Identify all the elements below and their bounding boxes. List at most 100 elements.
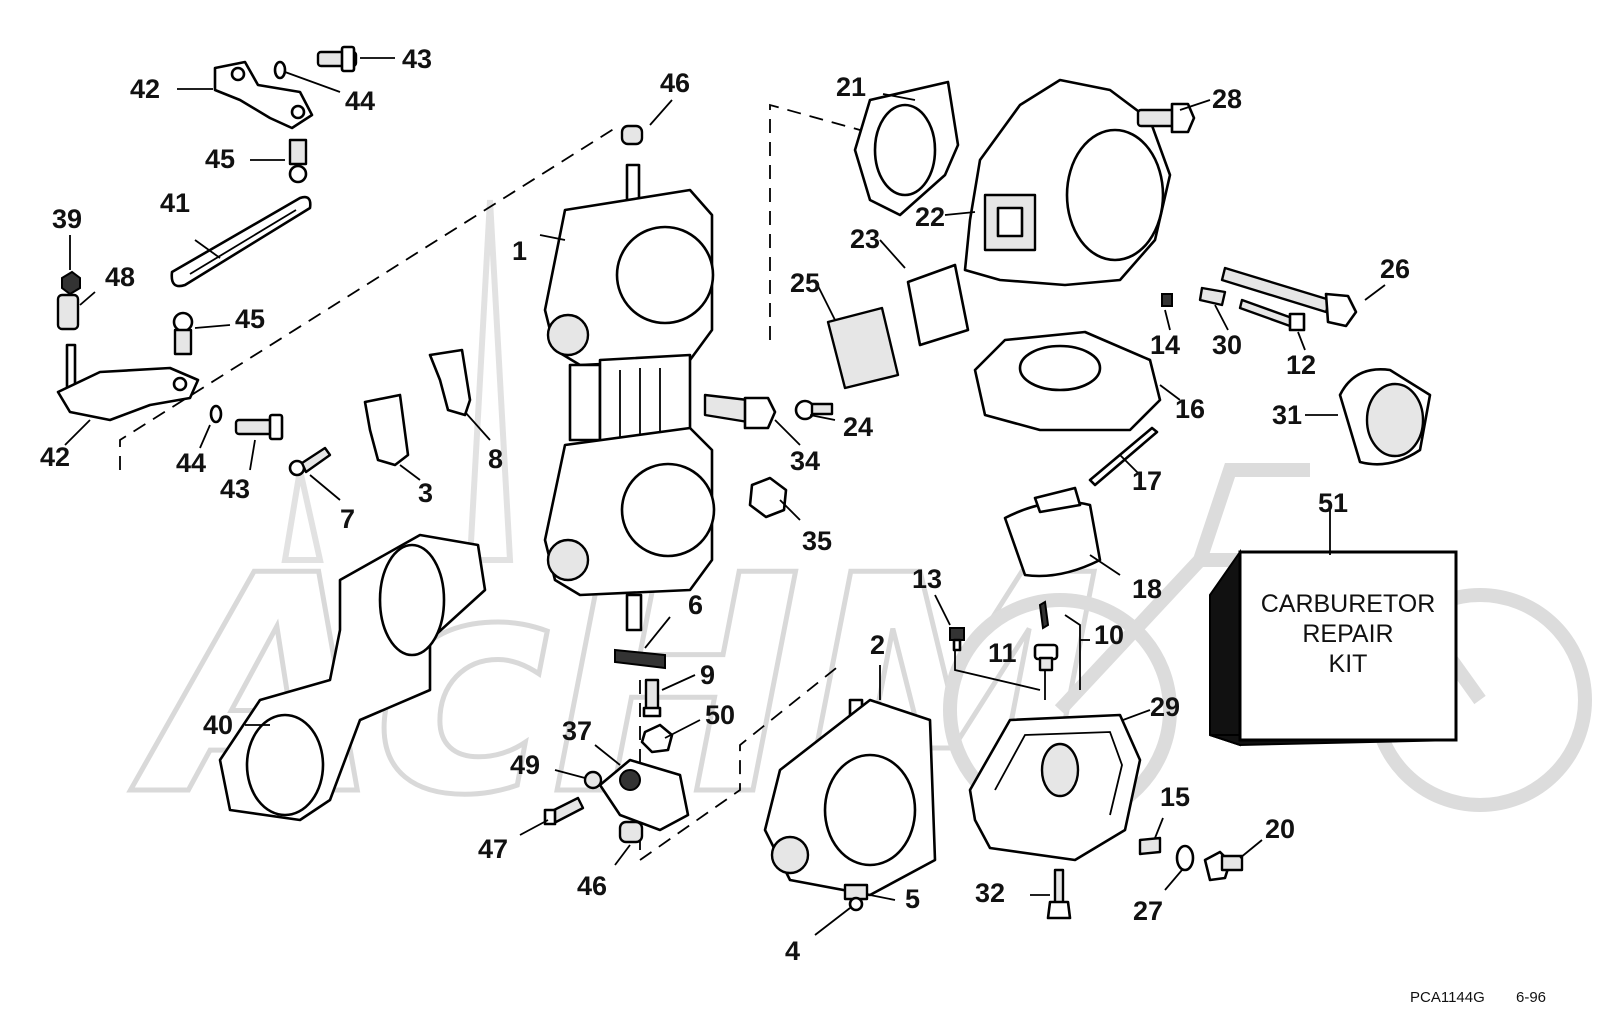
part-25-cover-plate: [826, 306, 900, 390]
part-20-drain-plug: [1203, 850, 1244, 882]
callout-45-lower: 45: [235, 304, 265, 334]
callout-42-lower: 42: [40, 442, 70, 472]
callout-labels: 43 42 44 45 41 39 48 45 42 44 43 7 3 8 1…: [40, 44, 1410, 966]
callout-26: 26: [1380, 254, 1410, 284]
callout-43-lower: 43: [220, 474, 250, 504]
part-16-gasket: [973, 330, 1162, 432]
callout-35: 35: [802, 526, 832, 556]
callout-10: 10: [1094, 620, 1124, 650]
callout-40: 40: [203, 710, 233, 740]
part-46-cap-lower: [618, 820, 644, 844]
callout-46-top: 46: [660, 68, 690, 98]
callout-22: 22: [915, 202, 945, 232]
part-37-idle-block: [598, 758, 690, 832]
callout-39: 39: [52, 204, 82, 234]
callout-45-top: 45: [205, 144, 235, 174]
part-12-screw: [1238, 298, 1306, 332]
part-31-flame-arrestor: [1338, 368, 1432, 466]
part-42-throttle-lever-lower: [56, 343, 200, 422]
part-39-nut: [61, 270, 81, 296]
part-44-washer-lower: [209, 404, 223, 424]
part-34-fuel-fitting: [703, 393, 777, 430]
part-21-gasket: [853, 80, 960, 217]
leader-lines: [64, 57, 1386, 936]
part-8-bracket: [428, 348, 472, 417]
callout-47: 47: [478, 834, 508, 864]
part-17-hinge-pin: [1088, 426, 1159, 487]
callout-50: 50: [705, 700, 735, 730]
kit-label-line3: KIT: [1329, 650, 1368, 678]
part-6-clip: [614, 648, 666, 670]
callout-15: 15: [1160, 782, 1190, 812]
part-28-screw: [1136, 102, 1196, 134]
callout-8: 8: [488, 444, 503, 474]
callout-14: 14: [1150, 330, 1180, 360]
callout-37: 37: [562, 716, 592, 746]
callout-46-lower: 46: [577, 871, 607, 901]
callout-24: 24: [843, 412, 873, 442]
callout-27: 27: [1133, 896, 1163, 926]
part-51-repair-kit-box: CARBURETOR REPAIR KIT: [1209, 548, 1458, 747]
part-42-throttle-lever-top: [213, 60, 314, 130]
kit-label-line1: CARBURETOR: [1261, 590, 1436, 618]
callout-11: 11: [988, 638, 1017, 668]
callout-9: 9: [700, 660, 715, 690]
part-23-gasket: [906, 263, 970, 347]
part-9-screw: [642, 678, 662, 718]
callout-25: 25: [790, 268, 820, 298]
callout-31: 31: [1272, 400, 1302, 430]
callout-30: 30: [1212, 330, 1242, 360]
callout-1: 1: [512, 236, 527, 266]
part-15-main-jet: [1138, 836, 1162, 856]
part-14-plug: [1161, 293, 1173, 307]
callout-23: 23: [850, 224, 880, 254]
callout-3: 3: [418, 478, 433, 508]
callout-41: 41: [160, 188, 190, 218]
drawing-date: 6-96: [1516, 989, 1546, 1006]
callout-7: 7: [340, 504, 355, 534]
callout-6: 6: [688, 590, 703, 620]
part-13-screw: [949, 627, 965, 652]
callout-17: 17: [1132, 466, 1162, 496]
callout-42-top: 42: [130, 74, 160, 104]
part-44-washer-top: [273, 60, 287, 80]
callout-13: 13: [912, 564, 942, 594]
watermark-tower-icon: [281, 199, 514, 563]
callout-44-lower: 44: [176, 448, 206, 478]
part-30-spring: [1198, 286, 1227, 307]
drawing-footer: PCA1144G 6-96: [1410, 989, 1546, 1006]
part-2-carburetor-body-lower: [763, 698, 937, 897]
callout-48: 48: [105, 262, 135, 292]
part-50-nut: [640, 723, 674, 754]
callout-21: 21: [836, 72, 866, 102]
part-43-screw-top: [316, 45, 358, 73]
part-49-washer: [583, 770, 603, 790]
part-4-fitting: [848, 896, 864, 912]
part-26-bolt: [1220, 266, 1358, 328]
part-27-o-ring: [1175, 844, 1195, 872]
callout-51: 51: [1318, 488, 1348, 518]
callout-44-top: 44: [345, 86, 375, 116]
part-3-bracket: [363, 393, 410, 467]
part-47-screw: [543, 796, 585, 826]
callout-28: 28: [1212, 84, 1242, 114]
part-22-air-intake-housing: [963, 78, 1172, 287]
callout-34: 34: [790, 446, 820, 476]
part-7-screw: [288, 446, 332, 477]
part-43-screw-lower: [234, 413, 284, 441]
callout-16: 16: [1175, 394, 1205, 424]
part-24-screw: [794, 399, 834, 421]
part-40-flange-gasket: [218, 533, 487, 822]
callout-5: 5: [905, 884, 920, 914]
callout-32: 32: [975, 878, 1005, 908]
kit-label-line2: REPAIR: [1302, 620, 1393, 648]
callout-2: 2: [870, 630, 885, 660]
callout-49: 49: [510, 750, 540, 780]
part-48-spacer: [56, 293, 80, 331]
part-11-needle-valve-seat: [1033, 643, 1059, 672]
callout-20: 20: [1265, 814, 1295, 844]
part-10-needle: [1038, 600, 1050, 630]
callout-4: 4: [785, 936, 800, 966]
part-46-cap-top: [620, 124, 644, 146]
